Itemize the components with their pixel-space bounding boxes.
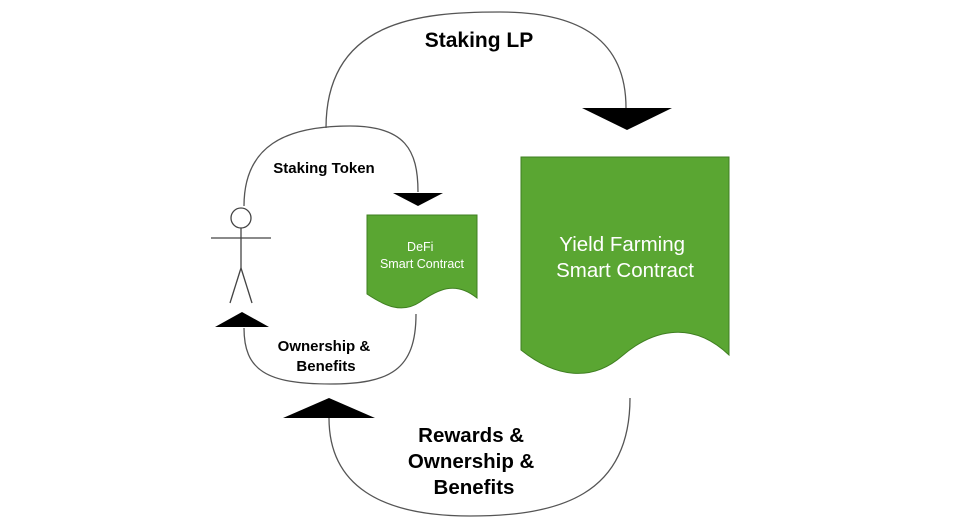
rewards-arrowhead — [283, 398, 375, 418]
staking-token-arrowhead — [393, 193, 443, 206]
staking-lp-arrowhead — [582, 108, 672, 130]
staking-lp-flow-line — [325, 11, 627, 129]
staking-lp-label: Staking LP — [425, 29, 534, 52]
stick-figure-icon — [211, 207, 271, 304]
rewards-label: Rewards & Ownership & Benefits — [408, 424, 540, 499]
ownership-benefits-flow-line — [243, 313, 417, 385]
yield-contract-line-2: Smart Contract — [556, 259, 694, 282]
ownership-benefits-line-1: Ownership & — [278, 338, 371, 355]
defi-smart-contract-shape — [366, 214, 478, 309]
defi-contract-line-2: Smart Contract — [380, 257, 465, 271]
yield-farming-contract-shape — [520, 156, 730, 374]
defi-contract-line-1: DeFi — [407, 240, 433, 254]
ownership-benefits-line-2: Benefits — [296, 358, 355, 375]
ownership-benefits-label: Ownership & Benefits — [278, 338, 375, 375]
ownership-benefits-arrowhead — [215, 312, 269, 327]
yield-contract-line-1: Yield Farming — [559, 233, 685, 256]
yield-farming-contract-label: Yield Farming Smart Contract — [556, 233, 694, 282]
rewards-line-3: Benefits — [434, 476, 515, 499]
rewards-line-1: Rewards & — [418, 424, 524, 447]
rewards-line-2: Ownership & — [408, 450, 535, 473]
defi-contract-label: DeFi Smart Contract — [380, 240, 465, 271]
staking-token-flow-line — [243, 125, 419, 207]
staking-token-label: Staking Token — [273, 160, 374, 177]
rewards-flow-line — [328, 397, 631, 517]
